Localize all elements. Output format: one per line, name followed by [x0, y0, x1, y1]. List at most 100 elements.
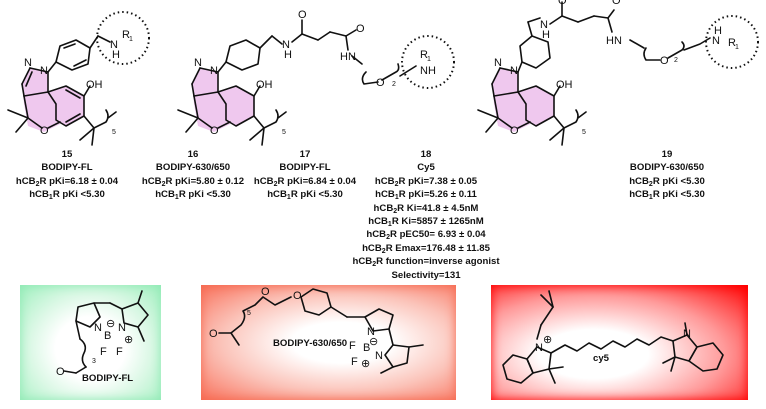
data-line: hCB2R pEC50= 6.93 ± 0.04: [366, 229, 486, 242]
data-line: hCB1R pKi <5.30: [629, 189, 705, 202]
svg-text:N: N: [40, 65, 48, 77]
data-line: hCB1R Ki=5857 ± 1265nM: [368, 216, 484, 229]
svg-text:O: O: [298, 9, 307, 21]
data-line: hCB2R Emax=176.48 ± 11.85: [362, 242, 490, 255]
svg-text:⊕: ⊕: [361, 358, 370, 370]
svg-text:N: N: [94, 322, 102, 334]
svg-text:N: N: [535, 342, 543, 354]
svg-text:O: O: [558, 0, 567, 7]
cy5-label: cy5: [593, 353, 610, 364]
svg-text:OH: OH: [86, 79, 103, 91]
fluorophore-name: BODIPY-FL: [279, 162, 331, 174]
svg-text:N: N: [282, 39, 290, 51]
svg-text:F: F: [116, 346, 123, 358]
svg-text:⊕: ⊕: [543, 334, 552, 346]
svg-text:F: F: [349, 340, 356, 352]
svg-text:O: O: [261, 286, 270, 298]
compound-17-caption: 17 BODIPY-FL hCB2R pKi=6.84 ± 0.04 hCB1R…: [254, 148, 356, 202]
data-line: hCB1R pKi <5.30: [267, 189, 343, 202]
compound-16-caption: 16 BODIPY-630/650 hCB2R pKi=5.80 ± 0.12 …: [142, 148, 244, 202]
data-line: hCB2R Ki=41.8 ± 4.5nM: [373, 202, 479, 215]
svg-text:2: 2: [674, 57, 678, 64]
compound-id: 18: [420, 149, 432, 160]
fluorophore-name: BODIPY-630/650: [155, 162, 231, 174]
svg-text:1: 1: [427, 56, 431, 63]
svg-text:F: F: [351, 356, 358, 368]
data-line: hCB2R function=inverse agonist: [352, 256, 500, 269]
svg-text:B: B: [363, 342, 370, 354]
data-line: Selectivity=131: [391, 269, 461, 281]
bodipy-fl-label: BODIPY-FL: [82, 373, 134, 384]
svg-text:R: R: [122, 29, 130, 41]
data-line: hCB1R pKi <5.30: [155, 189, 231, 202]
svg-text:N: N: [540, 19, 548, 31]
fluorophore-name: BODIPY-630/650: [629, 162, 705, 174]
svg-text:OH: OH: [256, 79, 273, 91]
svg-text:H: H: [542, 29, 550, 41]
svg-text:O: O: [56, 366, 65, 378]
svg-text:5: 5: [112, 129, 116, 136]
svg-text:2: 2: [392, 81, 396, 88]
data-line: hCB1R pKi <5.30: [29, 189, 105, 202]
svg-text:HN: HN: [340, 51, 356, 63]
svg-text:NH: NH: [420, 65, 436, 77]
cy5-panel: N ⊕ N cy5: [491, 285, 748, 400]
svg-text:O: O: [40, 125, 49, 137]
data-line: hCB1R pKi=5.26 ± 0.11: [375, 189, 477, 202]
svg-text:N: N: [367, 326, 375, 338]
bodipy-630-650-structure: O O O 5 N B FF N ⊖⊕: [209, 286, 424, 374]
svg-text:N: N: [375, 350, 383, 362]
svg-text:H: H: [112, 49, 120, 61]
svg-text:O: O: [356, 23, 365, 35]
svg-text:O: O: [660, 55, 669, 67]
svg-text:HN: HN: [606, 35, 622, 47]
compound-id: 19: [661, 149, 673, 160]
svg-text:5: 5: [582, 129, 586, 136]
svg-text:1: 1: [129, 36, 133, 43]
svg-text:O: O: [612, 0, 621, 7]
svg-text:1: 1: [735, 44, 739, 51]
svg-text:OH: OH: [556, 79, 573, 91]
compound-id: 15: [61, 149, 73, 160]
fluorophore-name: BODIPY-FL: [41, 162, 93, 174]
svg-text:N: N: [510, 65, 518, 77]
compound-19-structure: N N OH O N H O O HN O 2 H N R 1 5: [477, 0, 759, 146]
svg-text:N: N: [110, 39, 118, 51]
svg-text:H: H: [284, 49, 292, 61]
svg-text:R: R: [420, 49, 428, 61]
fluorophore-name: Cy5: [417, 162, 435, 174]
svg-text:O: O: [510, 125, 519, 137]
compound-id: 16: [187, 149, 199, 160]
svg-text:R: R: [728, 37, 736, 49]
compound-15-structure: N N OH O N H R 1 5: [7, 11, 150, 146]
svg-text:⊕: ⊕: [124, 334, 133, 346]
svg-text:N: N: [712, 35, 720, 47]
svg-text:N: N: [194, 57, 202, 69]
svg-text:5: 5: [282, 129, 286, 136]
data-line: hCB2R pKi=6.84 ± 0.04: [253, 175, 357, 188]
svg-text:O: O: [376, 77, 385, 89]
compound-19-caption: 19 BODIPY-630/650 hCB2R pKi <5.30 hCB1R …: [629, 148, 705, 202]
svg-text:N: N: [683, 328, 691, 340]
compound-id: 17: [299, 149, 311, 160]
svg-text:F: F: [100, 346, 107, 358]
bodipy-630-650-label: BODIPY-630/650: [273, 338, 348, 349]
svg-text:N: N: [118, 322, 126, 334]
svg-text:⊖: ⊖: [106, 318, 115, 330]
cy5-structure: N ⊕ N: [502, 290, 724, 384]
svg-text:N: N: [24, 57, 32, 69]
svg-text:O: O: [293, 290, 302, 302]
svg-text:B: B: [104, 330, 111, 342]
compound-15-caption: 15 BODIPY-FL hCB2R pKi=6.18 ± 0.04 hCB1R…: [16, 148, 118, 202]
svg-text:5: 5: [247, 310, 251, 317]
compound-18-caption: 18 Cy5 hCB2R pKi=7.38 ± 0.05 hCB1R pKi=5…: [352, 148, 499, 282]
svg-text:N: N: [210, 65, 218, 77]
data-line: hCB2R pKi=5.80 ± 0.12: [141, 175, 245, 188]
svg-text:N: N: [494, 57, 502, 69]
svg-text:H: H: [714, 25, 722, 37]
svg-text:O: O: [209, 328, 218, 340]
svg-text:3: 3: [92, 358, 96, 365]
